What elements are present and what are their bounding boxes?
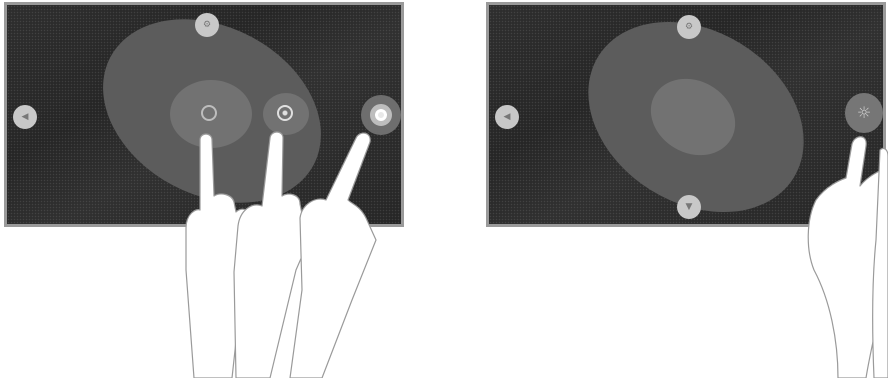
target-selected-icon bbox=[370, 104, 392, 126]
light-toggle[interactable]: ☼ bbox=[845, 93, 883, 133]
settings-button-top[interactable]: ⚙ bbox=[677, 15, 701, 39]
touchscreen-left[interactable]: ⚙ ◀ bbox=[4, 2, 404, 227]
down-icon: ▼ bbox=[685, 201, 693, 212]
light-icon: ☼ bbox=[856, 103, 872, 122]
back-button-left[interactable]: ◀ bbox=[495, 105, 519, 129]
back-icon: ◀ bbox=[503, 111, 511, 122]
touchscreen-right[interactable]: ⚙ ◀ ▼ ☼ bbox=[486, 2, 886, 227]
target-ring-icon bbox=[201, 105, 217, 121]
settings-icon: ⚙ bbox=[202, 19, 212, 30]
down-button-bottom[interactable]: ▼ bbox=[677, 195, 701, 219]
right-target[interactable] bbox=[361, 95, 401, 135]
settings-button-top[interactable]: ⚙ bbox=[195, 13, 219, 37]
center-target[interactable] bbox=[195, 99, 223, 127]
back-icon: ◀ bbox=[21, 111, 29, 122]
target-ring-icon bbox=[277, 105, 293, 121]
settings-icon: ⚙ bbox=[684, 21, 694, 32]
back-button-left[interactable]: ◀ bbox=[13, 105, 37, 129]
middle-target[interactable] bbox=[271, 99, 299, 127]
